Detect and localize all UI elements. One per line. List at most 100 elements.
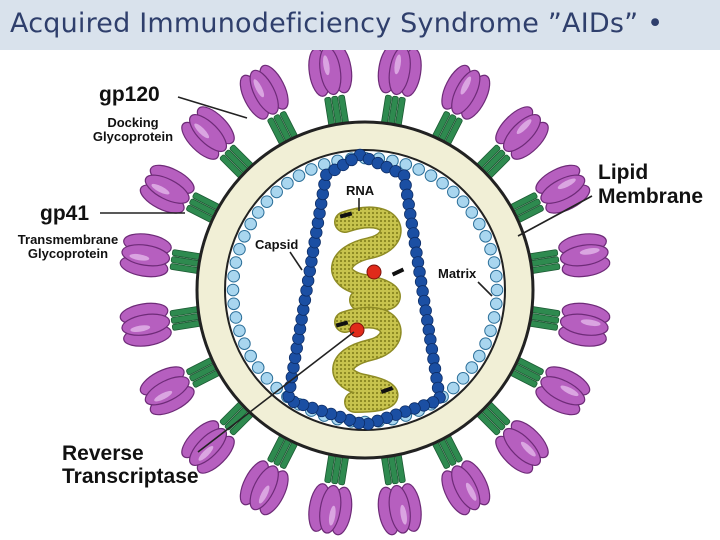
matrix-bead bbox=[424, 169, 438, 182]
matrix-bead bbox=[436, 176, 449, 190]
matrix-bead bbox=[484, 324, 497, 338]
matrix-bead bbox=[447, 185, 460, 199]
reverse-transcriptase-enzyme bbox=[366, 264, 382, 280]
surface-spike bbox=[429, 428, 491, 516]
matrix-bead bbox=[233, 242, 246, 256]
matrix-bead bbox=[227, 269, 241, 283]
matrix-bead bbox=[251, 206, 265, 219]
rna-end-marker bbox=[391, 267, 405, 277]
label-gp41-desc-1: Transmembrane bbox=[17, 232, 119, 247]
label-lipid-2: Membrane bbox=[598, 185, 704, 208]
matrix-bead bbox=[479, 230, 492, 243]
label-gp41-desc-2: Glycoprotein bbox=[27, 246, 109, 261]
gp120-highlight bbox=[579, 248, 600, 255]
gp120-cap-lobe bbox=[451, 69, 481, 115]
gp120-cap-lobe bbox=[388, 50, 411, 96]
gp120-leader bbox=[177, 96, 248, 119]
gp120-highlight bbox=[154, 390, 173, 402]
matrix-bead bbox=[251, 361, 265, 374]
matrix-bead bbox=[473, 349, 486, 363]
gp120-cap-lobe bbox=[559, 313, 609, 336]
gp120-highlight bbox=[400, 504, 407, 525]
matrix-leader bbox=[477, 281, 493, 297]
matrix-bead bbox=[487, 311, 501, 324]
matrix-bead bbox=[244, 217, 257, 231]
rna-end-marker bbox=[335, 320, 349, 328]
gp120-highlight bbox=[557, 178, 576, 190]
gp120-highlight bbox=[516, 119, 532, 135]
matrix-bead bbox=[260, 195, 274, 208]
matrix-bead bbox=[447, 381, 460, 395]
matrix-bead bbox=[227, 297, 241, 311]
matrix-bead bbox=[238, 230, 251, 243]
gp120-cap-lobe bbox=[121, 244, 171, 267]
gp120-cap-lobe bbox=[502, 114, 541, 153]
leader-lines bbox=[100, 96, 593, 453]
gp120-highlight bbox=[258, 485, 270, 504]
label-gp120-desc: Docking Glycoprotein bbox=[82, 116, 184, 144]
gp120-highlight bbox=[323, 55, 330, 76]
rna-strand-lower bbox=[332, 306, 402, 413]
gp120-highlight bbox=[198, 445, 214, 461]
label-gp120: gp120 bbox=[99, 83, 160, 106]
reverse-transcriptase-enzyme bbox=[349, 322, 365, 338]
gp120-highlight bbox=[560, 385, 579, 397]
gp120-highlight bbox=[129, 253, 150, 261]
label-lipid-membrane: Lipid Membrane bbox=[598, 161, 703, 209]
matrix-bead bbox=[270, 381, 283, 395]
gp120-highlight bbox=[460, 76, 472, 95]
matrix-bead bbox=[465, 206, 479, 219]
matrix-bead bbox=[465, 361, 479, 374]
label-rt-1: Reverse bbox=[62, 442, 144, 465]
matrix-bead bbox=[490, 283, 504, 297]
matrix-bead bbox=[487, 256, 501, 269]
surface-spike bbox=[521, 302, 611, 347]
gp120-cap-lobe bbox=[144, 174, 190, 204]
label-gp41-desc: Transmembrane Glycoprotein bbox=[4, 233, 132, 261]
matrix-bead bbox=[489, 269, 503, 283]
hiv-virion-diagram bbox=[100, 50, 611, 536]
matrix-bead bbox=[305, 163, 318, 176]
matrix-bead bbox=[456, 195, 470, 208]
gp120-cap-lobe bbox=[502, 427, 541, 466]
gp120-highlight bbox=[520, 441, 536, 457]
gp120-highlight bbox=[328, 505, 336, 526]
matrix-bead bbox=[260, 372, 274, 385]
label-gp41: gp41 bbox=[40, 202, 90, 225]
gp120-highlight bbox=[394, 54, 402, 75]
rna-end-marker bbox=[339, 211, 353, 219]
label-rna: RNA bbox=[346, 183, 375, 198]
matrix-bead bbox=[479, 337, 492, 350]
matrix-bead bbox=[226, 283, 240, 297]
matrix-bead bbox=[244, 349, 257, 363]
rna-strand-upper bbox=[331, 206, 402, 313]
capsid-bead bbox=[345, 153, 358, 167]
rt-leader bbox=[197, 331, 355, 453]
label-lipid-1: Lipid bbox=[598, 161, 649, 184]
gp120-highlight bbox=[253, 79, 265, 98]
matrix-bead bbox=[229, 256, 243, 269]
matrix-bead bbox=[489, 297, 503, 311]
gp120-highlight bbox=[465, 482, 477, 501]
matrix-bead bbox=[412, 163, 425, 176]
capsid-core bbox=[282, 148, 446, 431]
surface-spike bbox=[139, 354, 227, 416]
label-matrix: Matrix bbox=[438, 266, 477, 281]
gp120-cap-lobe bbox=[189, 114, 228, 153]
surface-spike bbox=[308, 446, 353, 536]
matrix-bead bbox=[317, 158, 331, 171]
gp120-highlight bbox=[194, 123, 210, 139]
matrix-bead bbox=[292, 169, 306, 182]
gp120-cap-lobe bbox=[319, 484, 342, 534]
matrix-bead bbox=[399, 158, 413, 171]
gp120-highlight bbox=[130, 325, 151, 332]
label-reverse-transcriptase: Reverse Transcriptase bbox=[62, 442, 199, 488]
title-bar: Acquired Immunodeficiency Syndrome ”AIDs… bbox=[0, 0, 720, 50]
label-gp120-desc-2: Glycoprotein bbox=[92, 129, 174, 144]
gp120-cap-lobe bbox=[249, 465, 279, 511]
gp120-highlight bbox=[151, 183, 170, 195]
matrix-bead bbox=[229, 311, 243, 324]
gp120-highlight bbox=[580, 319, 601, 327]
matrix-bead bbox=[484, 242, 497, 256]
capsid-leader bbox=[289, 251, 303, 271]
